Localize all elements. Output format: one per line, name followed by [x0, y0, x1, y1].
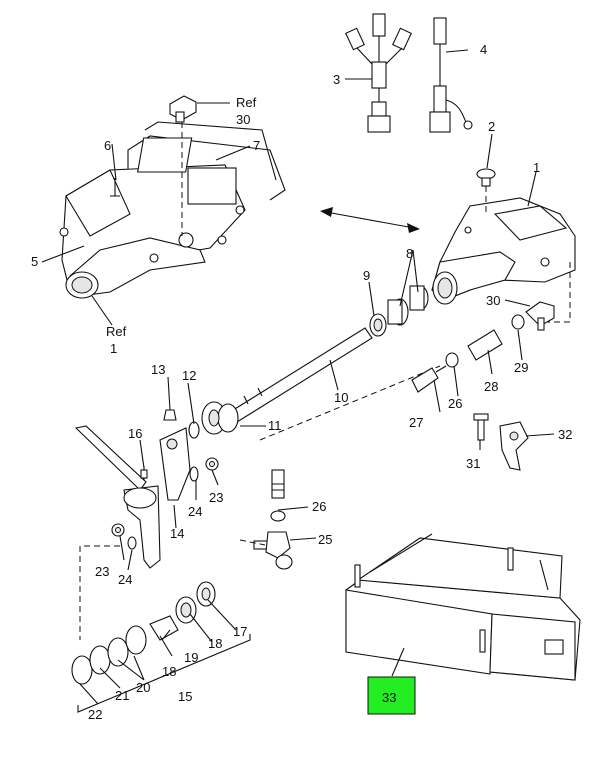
rod-end-30 — [525, 301, 555, 331]
label-18-left: 18 — [162, 664, 176, 679]
label-26-lower: 26 — [312, 499, 326, 514]
vent-fitting-ref30 — [169, 95, 197, 236]
nut-26-upper — [445, 352, 459, 368]
label-21: 21 — [115, 688, 129, 703]
label-3: 3 — [333, 72, 340, 87]
label-ref1-a: Ref — [106, 324, 127, 339]
label-29: 29 — [514, 360, 528, 375]
label-2: 2 — [488, 119, 495, 134]
seal-9-bore — [373, 318, 383, 332]
control-module-33 — [345, 533, 581, 681]
double-arrow — [320, 207, 420, 233]
label-19: 19 — [184, 650, 198, 665]
label-12: 12 — [182, 368, 196, 383]
label-14: 14 — [170, 526, 184, 541]
wiring-harness-3 — [345, 13, 412, 133]
label-10: 10 — [334, 390, 348, 405]
label-23-upper: 23 — [209, 490, 223, 505]
label-11: 11 — [268, 418, 282, 433]
label-6: 6 — [104, 138, 111, 153]
label-18-right: 18 — [208, 636, 222, 651]
label-23-lower: 23 — [95, 564, 109, 579]
label-28: 28 — [484, 379, 498, 394]
snap-ring-12 — [188, 421, 200, 439]
shift-rod-10 — [229, 327, 373, 423]
label-24-upper: 24 — [188, 504, 202, 519]
label-16: 16 — [128, 426, 142, 441]
highlight-callout-33[interactable]: 33 — [367, 676, 416, 715]
leader-lines — [41, 49, 555, 705]
label-8: 8 — [406, 246, 413, 261]
spring-parts-15 — [71, 581, 216, 685]
sleeve-28 — [467, 329, 503, 361]
label-7: 7 — [253, 138, 260, 153]
washer-24-lower — [127, 536, 137, 550]
label-4: 4 — [480, 42, 487, 57]
boot-11 — [201, 401, 239, 435]
callout-labels: Ref 30 Ref 1 1 2 3 4 5 6 7 8 9 10 11 12 … — [31, 42, 572, 722]
label-ref1-b: 1 — [110, 341, 117, 356]
label-9: 9 — [363, 268, 370, 283]
label-24-lower: 24 — [118, 572, 132, 587]
nut-29 — [511, 314, 525, 330]
spring-rod-lower — [271, 469, 285, 499]
nut-23-upper — [205, 457, 219, 471]
label-1: 1 — [533, 160, 540, 175]
breather-2 — [476, 168, 496, 212]
shifter-housing-left — [59, 121, 286, 299]
bracket-32 — [499, 421, 529, 471]
wiring-harness-4 — [429, 17, 473, 133]
highlight-box[interactable] — [367, 676, 416, 715]
nut-26-lower — [270, 510, 286, 522]
washer-24-upper — [189, 466, 199, 482]
label-31: 31 — [466, 456, 480, 471]
label-22: 22 — [88, 707, 102, 722]
rod-end-25 — [253, 531, 293, 570]
label-25: 25 — [318, 532, 332, 547]
bolt-31 — [473, 413, 489, 441]
label-30: 30 — [486, 293, 500, 308]
label-17: 17 — [233, 624, 247, 639]
nut-23-lower — [111, 523, 125, 537]
label-27: 27 — [409, 415, 423, 430]
label-ref30-b: 30 — [236, 112, 250, 127]
dashed-connector-lever — [79, 545, 120, 640]
label-33[interactable]: 33 — [382, 690, 396, 705]
dashed-connector-rod-end — [239, 539, 266, 546]
label-ref30-a: Ref — [236, 95, 257, 110]
label-13: 13 — [151, 362, 165, 377]
shifter-housing-right — [431, 197, 576, 323]
label-26-upper: 26 — [448, 396, 462, 411]
group-bracket-15 — [77, 634, 251, 713]
label-32: 32 — [558, 427, 572, 442]
label-5: 5 — [31, 254, 38, 269]
label-20: 20 — [136, 680, 150, 695]
label-15: 15 — [178, 689, 192, 704]
set-screw-13 — [163, 409, 177, 421]
shift-lever-14 — [74, 425, 191, 569]
rod-27 — [411, 365, 447, 393]
bushings-8 — [387, 285, 429, 326]
dashed-connector-center — [259, 365, 441, 441]
